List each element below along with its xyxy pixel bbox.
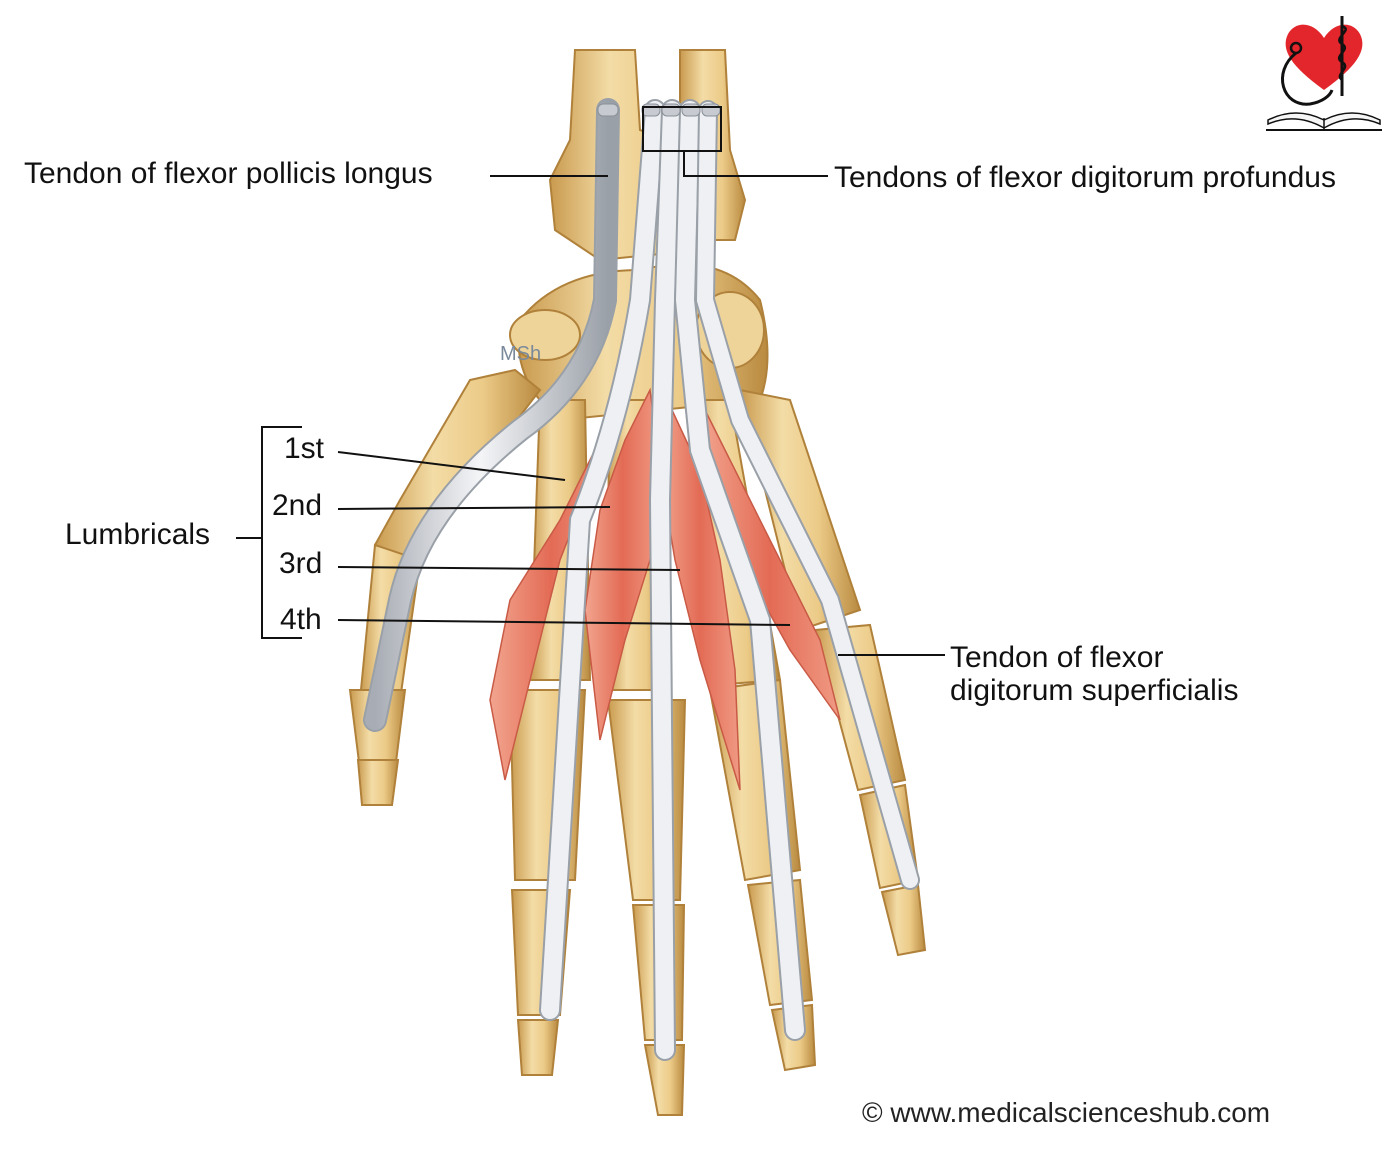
leader-lines (236, 106, 945, 656)
lumbrical-3-label: 3rd (279, 547, 323, 580)
fds-tendon-label-line1: Tendon of flexor (950, 641, 1164, 674)
lumbrical-1-label: 1st (284, 432, 325, 465)
fds-tendon-label-line2: digitorum superficialis (950, 674, 1239, 707)
copyright-notice: © www.medicalscienceshub.com (862, 1097, 1271, 1128)
artist-mark: MSh (500, 343, 542, 365)
fdp-tendons-label: Tendons of flexor digitorum profundus (834, 161, 1336, 194)
medicalscienceshub-logo (1266, 16, 1382, 131)
lumbrical-4-label: 4th (280, 603, 322, 636)
lumbricals-label: Lumbricals (65, 518, 211, 551)
flexor-tendons (363, 98, 920, 1061)
lumbrical-2-label: 2nd (272, 489, 323, 522)
fpl-tendon-label: Tendon of flexor pollicis longus (24, 157, 433, 190)
